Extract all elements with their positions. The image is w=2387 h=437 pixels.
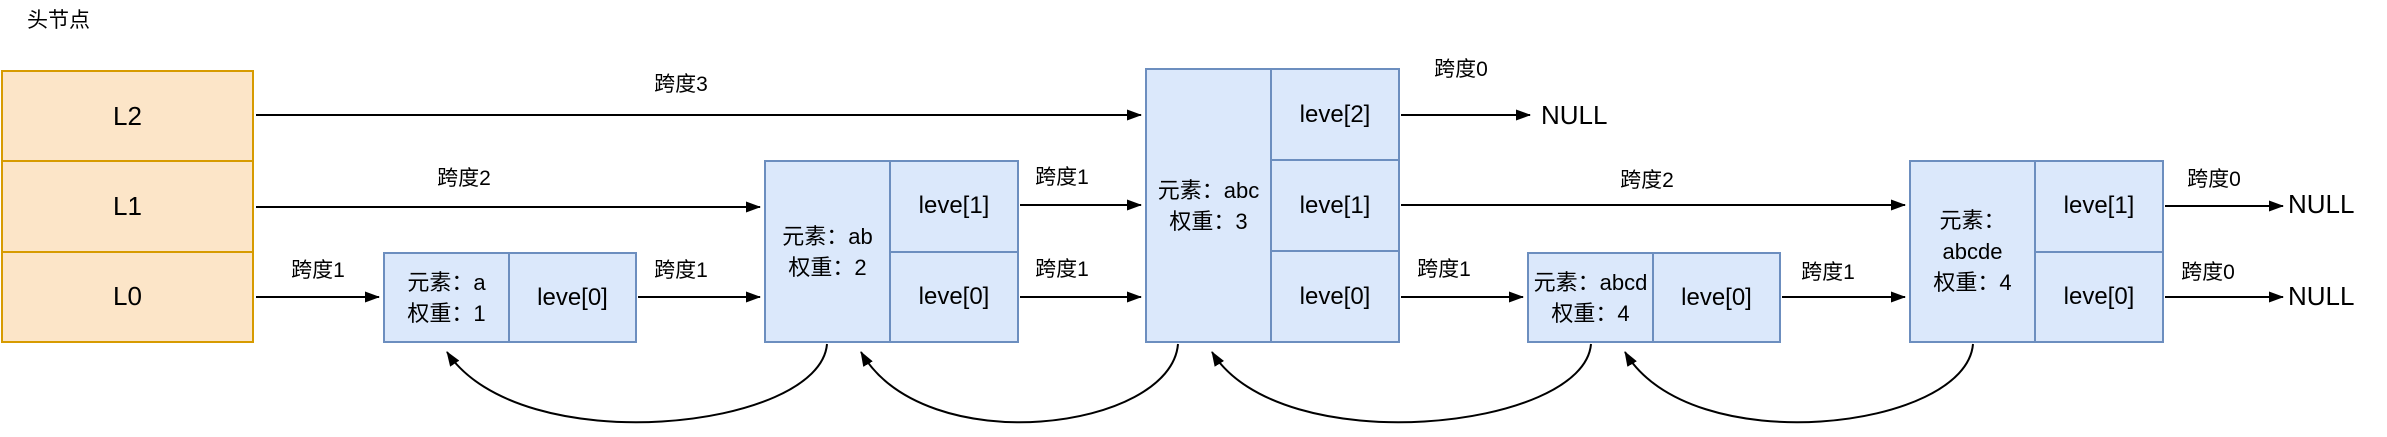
span-label-abc-level2: 跨度0 bbox=[1434, 58, 1488, 81]
node-abc: 元素：abc 权重：3 leve[2] leve[1] leve[0] bbox=[1145, 68, 1400, 343]
node-abcd-level0-cell: leve[0] bbox=[1652, 252, 1781, 343]
node-ab-element-line: 元素：ab bbox=[782, 223, 873, 249]
diagram-title: 头节点 bbox=[27, 9, 90, 32]
node-abcde-level1-cell: leve[1] bbox=[2034, 160, 2164, 253]
node-abcd-weight-line: 权重：4 bbox=[1551, 300, 1630, 326]
span-label-ab-level1: 跨度1 bbox=[1035, 166, 1089, 189]
node-abc-weight-line: 权重：3 bbox=[1169, 208, 1248, 234]
backward-arrow-abcd-to-abc bbox=[1211, 343, 1592, 424]
node-abc-level0-cell: leve[0] bbox=[1270, 250, 1400, 343]
span-label-a-to-ab: 跨度1 bbox=[654, 259, 708, 282]
null-label-level2: NULL bbox=[1541, 100, 1608, 130]
node-a-element-line: 元素：a bbox=[407, 269, 486, 295]
null-label-level1: NULL bbox=[2288, 189, 2355, 219]
node-abcd-element-line: 元素：abcd bbox=[1533, 269, 1648, 295]
header-level-l2: L2 bbox=[113, 100, 142, 131]
span-label-abcd-level0: 跨度1 bbox=[1801, 261, 1855, 284]
node-ab: 元素：ab 权重：2 leve[1] leve[0] bbox=[764, 160, 1019, 343]
span-label-abc-level0: 跨度1 bbox=[1417, 258, 1471, 281]
span-label-abcde-level0: 跨度0 bbox=[2181, 261, 2235, 284]
span-label-abcde-level1: 跨度0 bbox=[2187, 168, 2241, 191]
node-a-level0-cell: leve[0] bbox=[508, 252, 637, 343]
node-abcde-element-cell: 元素： abcde 权重：4 bbox=[1909, 160, 2036, 343]
header-node: L2 L1 L0 bbox=[1, 70, 254, 343]
node-abcde: 元素： abcde 权重：4 leve[1] leve[0] bbox=[1909, 160, 2164, 343]
node-ab-level1-cell: leve[1] bbox=[889, 160, 1019, 253]
node-abcd-element-cell: 元素：abcd 权重：4 bbox=[1527, 252, 1654, 343]
span-label-ab-level0: 跨度1 bbox=[1035, 258, 1089, 281]
null-label-level0: NULL bbox=[2288, 281, 2355, 311]
span-label-header-l1: 跨度2 bbox=[437, 167, 491, 190]
node-abc-level1-cell: leve[1] bbox=[1270, 159, 1400, 252]
node-abc-element-cell: 元素：abc 权重：3 bbox=[1145, 68, 1272, 343]
node-abc-element-line: 元素：abc bbox=[1157, 177, 1260, 203]
node-abc-level2-cell: leve[2] bbox=[1270, 68, 1400, 161]
backward-arrow-ab-to-a bbox=[446, 343, 828, 424]
node-a-element-cell: 元素：a 权重：1 bbox=[383, 252, 510, 343]
backward-arrow-abc-to-ab bbox=[860, 343, 1179, 424]
node-abcde-element-line: 元素： bbox=[1939, 208, 2006, 233]
header-level-l0: L0 bbox=[3, 250, 252, 341]
span-label-abc-level1: 跨度2 bbox=[1620, 169, 1674, 192]
backward-arrow-abcde-to-abcd bbox=[1624, 343, 1974, 424]
node-a: 元素：a 权重：1 leve[0] bbox=[383, 252, 637, 343]
node-ab-level0-cell: leve[0] bbox=[889, 250, 1019, 343]
span-label-header-l0: 跨度1 bbox=[291, 259, 345, 282]
node-abcde-weight-line: 权重：4 bbox=[1933, 270, 2012, 295]
node-abcde-element-line2: abcde bbox=[1942, 239, 2003, 264]
span-label-header-l2: 跨度3 bbox=[654, 73, 708, 96]
node-ab-weight-line: 权重：2 bbox=[788, 254, 867, 280]
header-level-l1: L1 bbox=[3, 160, 252, 250]
node-abcde-level0-cell: leve[0] bbox=[2034, 250, 2164, 343]
node-abcd: 元素：abcd 权重：4 leve[0] bbox=[1527, 252, 1781, 343]
node-a-weight-line: 权重：1 bbox=[407, 300, 486, 326]
node-ab-element-cell: 元素：ab 权重：2 bbox=[764, 160, 891, 343]
